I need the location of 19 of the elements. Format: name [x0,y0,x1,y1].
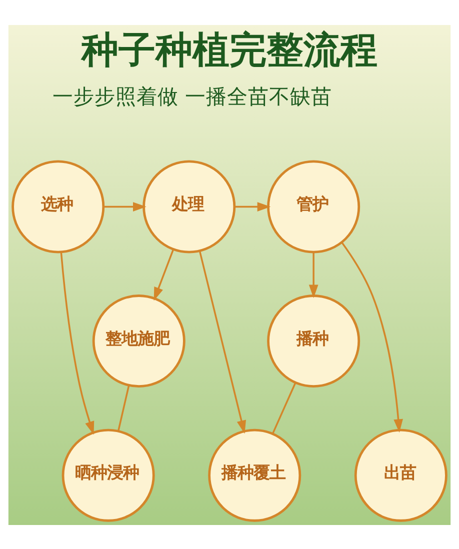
node-circle: 整地施肥 [92,294,186,388]
connector [118,384,130,431]
arrow [60,252,94,434]
node-circle: 选种 [12,160,105,253]
arrow [154,248,174,300]
node-circle: 管护 [267,160,360,253]
node-circle: 播种覆土 [208,428,302,522]
arrow [198,250,246,434]
arrow [104,202,146,211]
node-circle: 处理 [142,160,236,253]
arrow [234,202,271,211]
connector [272,382,296,434]
arrow [308,252,318,298]
arrow [341,242,403,432]
node-circle: 出苗 [354,428,448,522]
node-circle: 播种 [267,294,360,388]
diagram-title: 种子种植完整流程 [82,28,378,71]
node-circle: 晒种浸种 [62,428,155,522]
label: 一步步照着做 一播全苗不缺苗 [52,84,332,108]
